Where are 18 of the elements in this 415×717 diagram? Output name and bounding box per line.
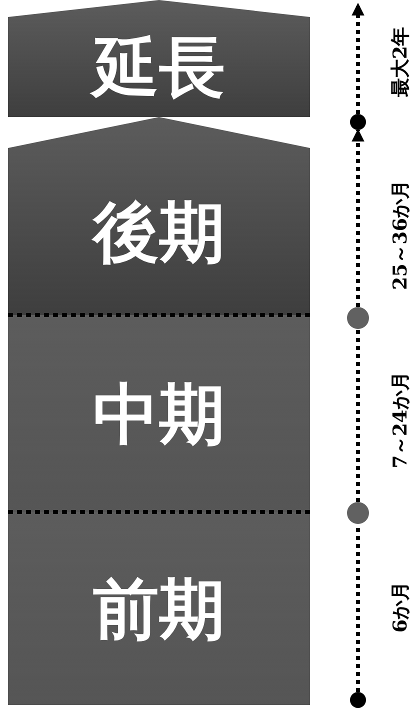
edge-label: 7～24か月	[392, 372, 410, 468]
phase-band	[8, 315, 310, 512]
edge-label: 6か月	[392, 581, 410, 633]
phase-label: 中期	[93, 380, 225, 446]
timeline-dot	[350, 692, 366, 708]
phase-label: 前期	[93, 576, 225, 642]
timeline-dot	[347, 307, 369, 329]
timeline-dot	[347, 502, 369, 524]
edge-label: 25～36か月	[392, 180, 410, 290]
phase-label: 後期	[93, 198, 225, 264]
phase-band	[8, 512, 310, 705]
timeline-dot	[350, 114, 366, 130]
phase-band	[8, 0, 310, 117]
dotted-arrow	[352, 128, 364, 307]
dotted-arrow	[352, 2, 364, 114]
edge-label: 最大2年	[392, 26, 410, 98]
phase-band	[8, 117, 310, 315]
dotted-line	[356, 329, 360, 502]
